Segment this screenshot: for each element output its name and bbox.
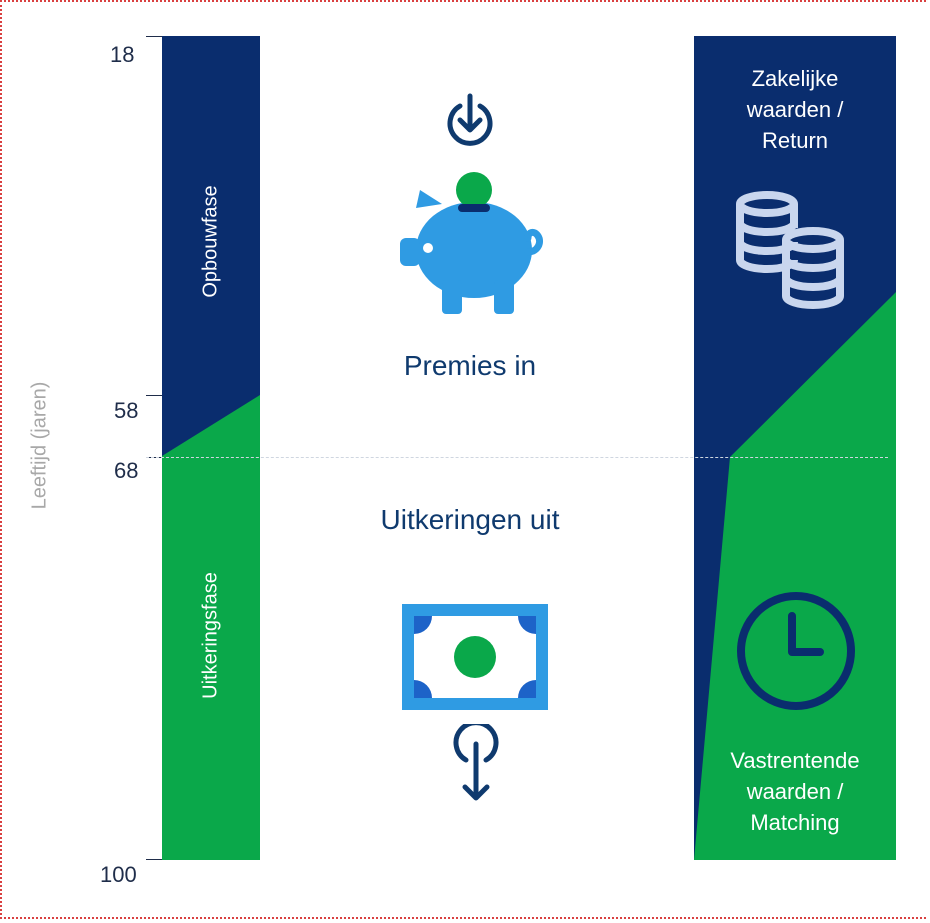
fixed-income-label-line1: Vastrentende [730, 748, 860, 773]
fixed-income-label-line3: Matching [750, 810, 840, 835]
axis-title: Leeftijd (jaren) [28, 381, 51, 510]
fixed-income-label-line2: waarden / [746, 779, 844, 804]
allocation-bar [694, 36, 896, 860]
phase-label-build-up: Opbouwfase [199, 185, 222, 298]
tick-label-68: 68 [114, 458, 139, 483]
equity-label-line1: Zakelijke [751, 66, 839, 91]
fixed-income-label: Vastrentende waarden / Matching [694, 745, 896, 838]
tick-label-18: 18 [110, 42, 135, 67]
phase-bar [162, 36, 260, 860]
coins-icon [736, 191, 844, 310]
tick-label-58: 58 [114, 398, 139, 423]
phase-label-payout: Uitkeringsfase [199, 572, 222, 699]
tick-mark-18 [146, 36, 162, 37]
phase-bar-navy [162, 36, 260, 456]
premiums-label: Premies in [403, 350, 537, 381]
tick-mark-100 [146, 859, 162, 860]
payout-arrow-icon [453, 724, 499, 801]
equity-label-line2: waarden / [746, 97, 844, 122]
tick-label-100: 100 [100, 862, 137, 887]
equity-label: Zakelijke waarden / Return [694, 63, 896, 156]
allocation-bar-navy [694, 36, 896, 860]
clock-icon [737, 592, 855, 710]
piggy-bank-icon [400, 172, 544, 314]
payouts-label: Uitkeringen uit [380, 504, 560, 535]
equity-label-line3: Return [761, 128, 829, 153]
download-arrow-icon [447, 93, 493, 146]
banknote-icon [402, 604, 548, 710]
retirement-line [146, 457, 888, 458]
tick-mark-58 [146, 395, 162, 396]
